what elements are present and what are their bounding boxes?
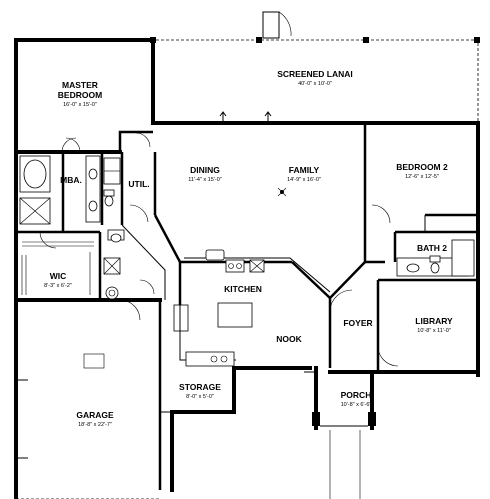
- wic-dimensions: 8'-3" x 6'-2": [44, 283, 72, 289]
- bath2-label: BATH 2: [417, 243, 447, 253]
- dining-dimensions: 11'-4" x 15'-0": [188, 177, 221, 183]
- bedroom2-dimensions: 12'-6" x 12'-5": [405, 174, 439, 180]
- storage-label: STORAGE: [179, 382, 221, 392]
- master-bedroom-label-line2: BEDROOM: [58, 90, 102, 100]
- living-area: [121, 187, 331, 367]
- master-bedroom-dimensions: 16'-0" x 15'-0": [63, 102, 97, 108]
- porch-dimensions: 10'-8" x 6'-6": [341, 402, 372, 408]
- util-label: UTIL.: [128, 179, 149, 189]
- screened-lanai-dimensions: 40'-0" x 10'-0": [298, 81, 332, 87]
- foyer-label: FOYER: [343, 318, 372, 328]
- mba-label: MBA.: [60, 175, 82, 185]
- kitchen-label: KITCHEN: [224, 284, 262, 294]
- nook-label: NOOK: [276, 334, 302, 344]
- master-bedroom-label-line1: MASTER: [62, 80, 98, 90]
- garage-area: [16, 299, 172, 499]
- walk-in-closet-area: [16, 229, 125, 300]
- garage-label: GARAGE: [76, 410, 114, 420]
- foyer-library-area: [291, 261, 399, 372]
- screened-lanai-area: [150, 11, 480, 124]
- bedroom2-area: [363, 123, 478, 282]
- library-dimensions: 10'-8" x 11'-0": [417, 328, 450, 334]
- screened-lanai-label: SCREENED LANAI: [277, 69, 353, 79]
- bedroom2-label: BEDROOM 2: [396, 162, 448, 172]
- master-bedroom-area: [61, 130, 153, 153]
- storage-dimensions: 8'-0" x 5'-0": [186, 394, 214, 400]
- family-label: FAMILY: [289, 165, 320, 175]
- family-dimensions: 14'-9" x 16'-0": [287, 177, 321, 183]
- porch-area: [304, 371, 384, 499]
- wic-label: WIC: [50, 271, 67, 281]
- library-label: LIBRARY: [415, 316, 453, 326]
- dining-label: DINING: [190, 165, 220, 175]
- porch-label: PORCH: [341, 390, 372, 400]
- master-bath-area: [14, 152, 157, 232]
- garage-dimensions: 18'-8" x 22'-7": [78, 422, 112, 428]
